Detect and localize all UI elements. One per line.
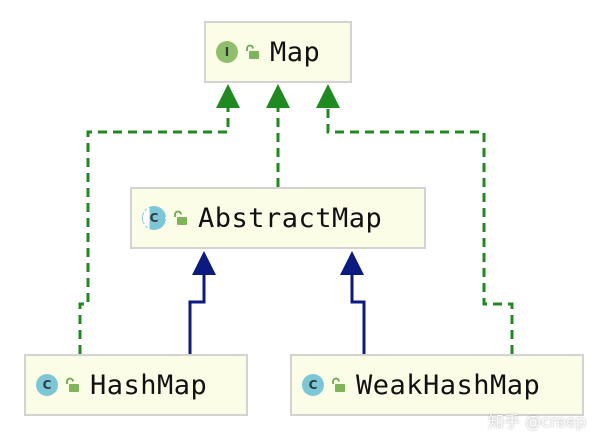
node-label: AbstractMap [198,202,383,234]
edge-hashmap-extends-abstractmap [188,275,206,354]
arrowhead-weakhashmap-to-abstractmap [340,251,364,275]
arrowhead-abstractmap-to-map [266,84,290,108]
class-badge-icon: C [302,374,324,396]
unlocked-padlock-icon [174,210,187,225]
unlocked-padlock-icon [66,377,79,392]
abstract-class-badge-icon: C [142,206,166,230]
node-hashmap[interactable]: C HashMap [24,354,248,416]
arrowhead-hashmap-to-map [216,84,240,108]
node-map[interactable]: I Map [204,21,352,83]
edge-weakhashmap-extends-abstractmap [350,275,366,354]
node-weakhashmap[interactable]: C WeakHashMap [290,354,584,416]
class-badge-icon: C [36,374,58,396]
node-label: WeakHashMap [356,369,541,401]
unlocked-padlock-icon [246,44,259,59]
node-label: HashMap [90,369,208,401]
node-abstractmap[interactable]: C AbstractMap [130,187,426,249]
arrowhead-hashmap-to-abstractmap [192,251,216,275]
unlocked-padlock-icon [332,377,345,392]
watermark: 知乎 @creep [488,412,586,431]
interface-badge-icon: I [216,41,238,63]
edge-weakhashmap-implements-map [326,108,514,354]
edge-hashmap-implements-map [78,108,230,354]
arrowhead-weakhashmap-to-map [316,84,340,108]
node-label: Map [270,36,321,68]
